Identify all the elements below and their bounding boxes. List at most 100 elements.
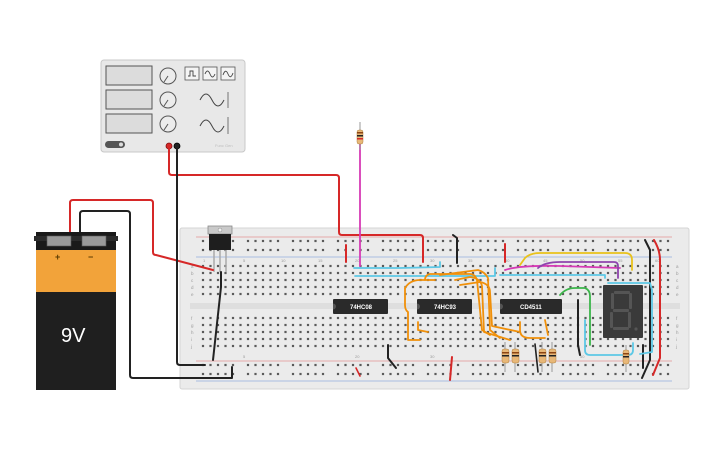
breadboard-hole[interactable] <box>231 271 235 275</box>
breadboard-hole[interactable] <box>306 330 310 334</box>
breadboard-hole[interactable] <box>479 271 482 275</box>
breadboard-hole[interactable] <box>509 344 512 348</box>
breadboard-hole[interactable] <box>539 323 542 327</box>
breadboard-hole[interactable] <box>561 323 565 327</box>
breadboard-hole[interactable] <box>209 337 212 341</box>
breadboard-hole[interactable] <box>411 248 415 252</box>
breadboard-hole[interactable] <box>621 363 625 367</box>
breadboard-hole[interactable] <box>494 363 497 367</box>
breadboard-hole[interactable] <box>276 337 280 341</box>
breadboard-hole[interactable] <box>224 330 227 334</box>
breadboard-hole[interactable] <box>314 292 317 296</box>
breadboard-hole[interactable] <box>651 292 655 296</box>
breadboard-hole[interactable] <box>486 330 490 334</box>
breadboard-hole[interactable] <box>531 330 535 334</box>
breadboard-hole[interactable] <box>314 330 317 334</box>
breadboard-hole[interactable] <box>336 337 340 341</box>
breadboard-hole[interactable] <box>239 316 242 320</box>
breadboard-hole[interactable] <box>329 337 332 341</box>
breadboard-hole[interactable] <box>636 344 640 348</box>
breadboard-hole[interactable] <box>261 278 265 282</box>
breadboard-hole[interactable] <box>201 344 205 348</box>
breadboard-hole[interactable] <box>659 248 662 252</box>
breadboard-hole[interactable] <box>591 278 595 282</box>
breadboard-hole[interactable] <box>501 285 505 289</box>
breadboard-hole[interactable] <box>569 248 572 252</box>
breadboard-hole[interactable] <box>621 337 625 341</box>
breadboard-hole[interactable] <box>569 316 572 320</box>
breadboard-hole[interactable] <box>561 344 565 348</box>
breadboard-hole[interactable] <box>614 278 617 282</box>
breadboard-hole[interactable] <box>381 271 385 275</box>
breadboard-hole[interactable] <box>359 323 362 327</box>
breadboard-hole[interactable] <box>389 271 392 275</box>
breadboard-hole[interactable] <box>636 239 640 243</box>
breadboard-hole[interactable] <box>269 330 272 334</box>
breadboard-hole[interactable] <box>516 271 520 275</box>
breadboard-hole[interactable] <box>231 316 235 320</box>
breadboard-hole[interactable] <box>501 271 505 275</box>
breadboard-hole[interactable] <box>449 323 452 327</box>
breadboard-hole[interactable] <box>201 372 205 376</box>
breadboard-hole[interactable] <box>314 248 317 252</box>
breadboard-hole[interactable] <box>389 285 392 289</box>
breadboard-hole[interactable] <box>644 264 647 268</box>
breadboard-hole[interactable] <box>396 337 400 341</box>
breadboard-hole[interactable] <box>374 316 377 320</box>
breadboard-hole[interactable] <box>531 248 535 252</box>
breadboard-hole[interactable] <box>291 344 295 348</box>
breadboard-hole[interactable] <box>546 239 550 243</box>
breadboard-hole[interactable] <box>629 239 632 243</box>
breadboard-hole[interactable] <box>306 271 310 275</box>
breadboard-hole[interactable] <box>591 363 595 367</box>
breadboard-hole[interactable] <box>516 344 520 348</box>
breadboard-hole[interactable] <box>599 278 602 282</box>
breadboard-hole[interactable] <box>411 337 415 341</box>
breadboard-hole[interactable] <box>261 372 265 376</box>
breadboard-hole[interactable] <box>449 330 452 334</box>
breadboard-hole[interactable] <box>284 285 287 289</box>
breadboard-hole[interactable] <box>201 323 205 327</box>
breadboard-hole[interactable] <box>291 239 295 243</box>
breadboard-hole[interactable] <box>231 344 235 348</box>
breadboard-hole[interactable] <box>374 292 377 296</box>
breadboard-hole[interactable] <box>216 264 220 268</box>
breadboard-hole[interactable] <box>531 239 535 243</box>
breadboard-hole[interactable] <box>261 337 265 341</box>
breadboard-hole[interactable] <box>246 372 250 376</box>
breadboard-hole[interactable] <box>321 330 325 334</box>
breadboard-hole[interactable] <box>299 239 302 243</box>
breadboard-hole[interactable] <box>441 285 445 289</box>
breadboard-hole[interactable] <box>276 316 280 320</box>
breadboard-hole[interactable] <box>516 372 520 376</box>
breadboard-hole[interactable] <box>494 264 497 268</box>
breadboard-hole[interactable] <box>374 344 377 348</box>
breadboard-hole[interactable] <box>254 239 257 243</box>
breadboard-hole[interactable] <box>486 363 490 367</box>
breadboard-hole[interactable] <box>419 316 422 320</box>
breadboard-hole[interactable] <box>561 330 565 334</box>
breadboard-hole[interactable] <box>374 271 377 275</box>
breadboard-hole[interactable] <box>494 239 497 243</box>
breadboard-hole[interactable] <box>291 372 295 376</box>
breadboard-hole[interactable] <box>381 248 385 252</box>
breadboard-hole[interactable] <box>666 372 670 376</box>
chip-cd4511[interactable]: CD4511 <box>500 299 562 314</box>
breadboard-hole[interactable] <box>224 285 227 289</box>
breadboard-hole[interactable] <box>321 285 325 289</box>
breadboard-hole[interactable] <box>284 292 287 296</box>
breadboard-hole[interactable] <box>291 292 295 296</box>
breadboard-hole[interactable] <box>389 292 392 296</box>
breadboard-hole[interactable] <box>494 323 497 327</box>
breadboard-hole[interactable] <box>441 239 445 243</box>
breadboard-hole[interactable] <box>321 248 325 252</box>
breadboard-hole[interactable] <box>629 264 632 268</box>
breadboard-hole[interactable] <box>224 278 227 282</box>
breadboard-hole[interactable] <box>299 337 302 341</box>
breadboard-hole[interactable] <box>269 363 272 367</box>
breadboard-hole[interactable] <box>396 278 400 282</box>
breadboard-hole[interactable] <box>614 344 617 348</box>
breadboard-hole[interactable] <box>651 363 655 367</box>
resistor-1[interactable] <box>501 342 510 372</box>
breadboard-hole[interactable] <box>299 316 302 320</box>
